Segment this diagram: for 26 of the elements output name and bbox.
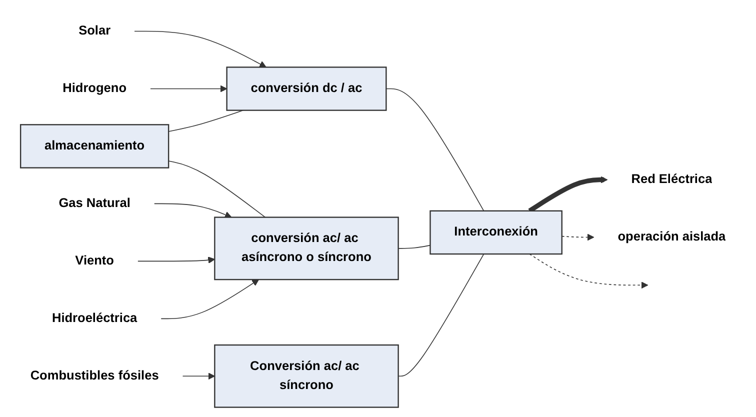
node-text: Red Eléctrica <box>631 172 712 186</box>
arrow <box>561 234 594 241</box>
node-box: Interconexión <box>430 210 562 255</box>
connector <box>386 88 484 212</box>
arrow <box>529 254 648 289</box>
connector <box>398 244 431 249</box>
node-box: conversión ac/ ac asíncrono o síncrono <box>214 216 399 280</box>
node-text: Combustibles fósiles <box>30 368 159 383</box>
connector <box>168 110 244 132</box>
node-box: almacenamiento <box>20 124 170 168</box>
arrow <box>150 85 228 92</box>
node-text: Hidroeléctrica <box>52 311 138 326</box>
arrow <box>182 372 215 380</box>
node-box: conversión dc / ac <box>226 66 387 111</box>
node-text: operación aislada <box>618 230 726 244</box>
node-text: Hidrogeno <box>62 82 126 96</box>
arrow <box>134 30 266 68</box>
node-text: Gas Natural <box>58 196 130 210</box>
connector <box>168 160 266 218</box>
node-text: Solar <box>78 24 111 38</box>
arrow <box>154 203 232 218</box>
node-text: Viento <box>75 254 114 268</box>
arrow <box>160 279 260 320</box>
arrow <box>138 256 215 264</box>
node-box: Conversión ac/ ac síncrono <box>214 344 399 408</box>
connector <box>398 254 484 377</box>
